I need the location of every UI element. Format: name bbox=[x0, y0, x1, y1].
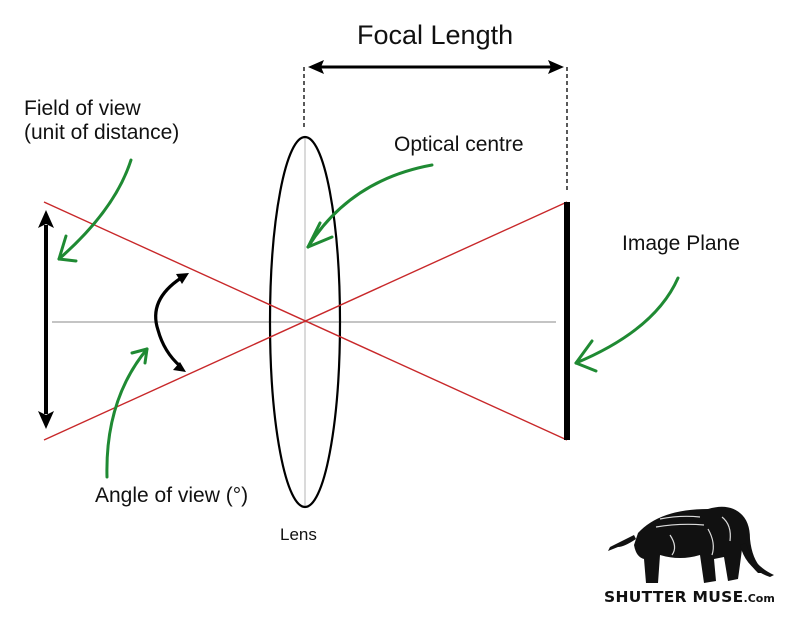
field-of-view-label-line2: (unit of distance) bbox=[24, 121, 180, 145]
lens-label: Lens bbox=[280, 525, 317, 544]
elephant-icon bbox=[608, 506, 774, 583]
lens-shape bbox=[268, 135, 342, 509]
image-plane-label: Image Plane bbox=[622, 232, 740, 255]
ray-bottom bbox=[43, 201, 568, 441]
field-of-view-arrow bbox=[38, 210, 54, 429]
brand-name-main: SHUTTER MUSE bbox=[604, 588, 744, 606]
annotation-arrow-angle-of-view bbox=[105, 347, 149, 479]
brand-name-suffix: .Com bbox=[743, 592, 775, 605]
annotation-arrow-field-of-view bbox=[57, 158, 133, 263]
annotation-arrow-optical-centre bbox=[306, 163, 434, 249]
focal-length-title: Focal Length bbox=[357, 20, 514, 50]
field-of-view-label-line1: Field of view bbox=[24, 97, 141, 120]
annotation-arrow-image-plane bbox=[574, 276, 680, 373]
optical-centre-label: Optical centre bbox=[394, 133, 524, 156]
focal-length-arrow bbox=[308, 60, 564, 74]
field-of-view-label: Field of view (unit of distance) bbox=[24, 97, 179, 145]
brand-name: SHUTTER MUSE.Com bbox=[604, 588, 775, 606]
angle-of-view-label: Angle of view (°) bbox=[95, 484, 249, 507]
angle-of-view-arc bbox=[154, 273, 189, 372]
